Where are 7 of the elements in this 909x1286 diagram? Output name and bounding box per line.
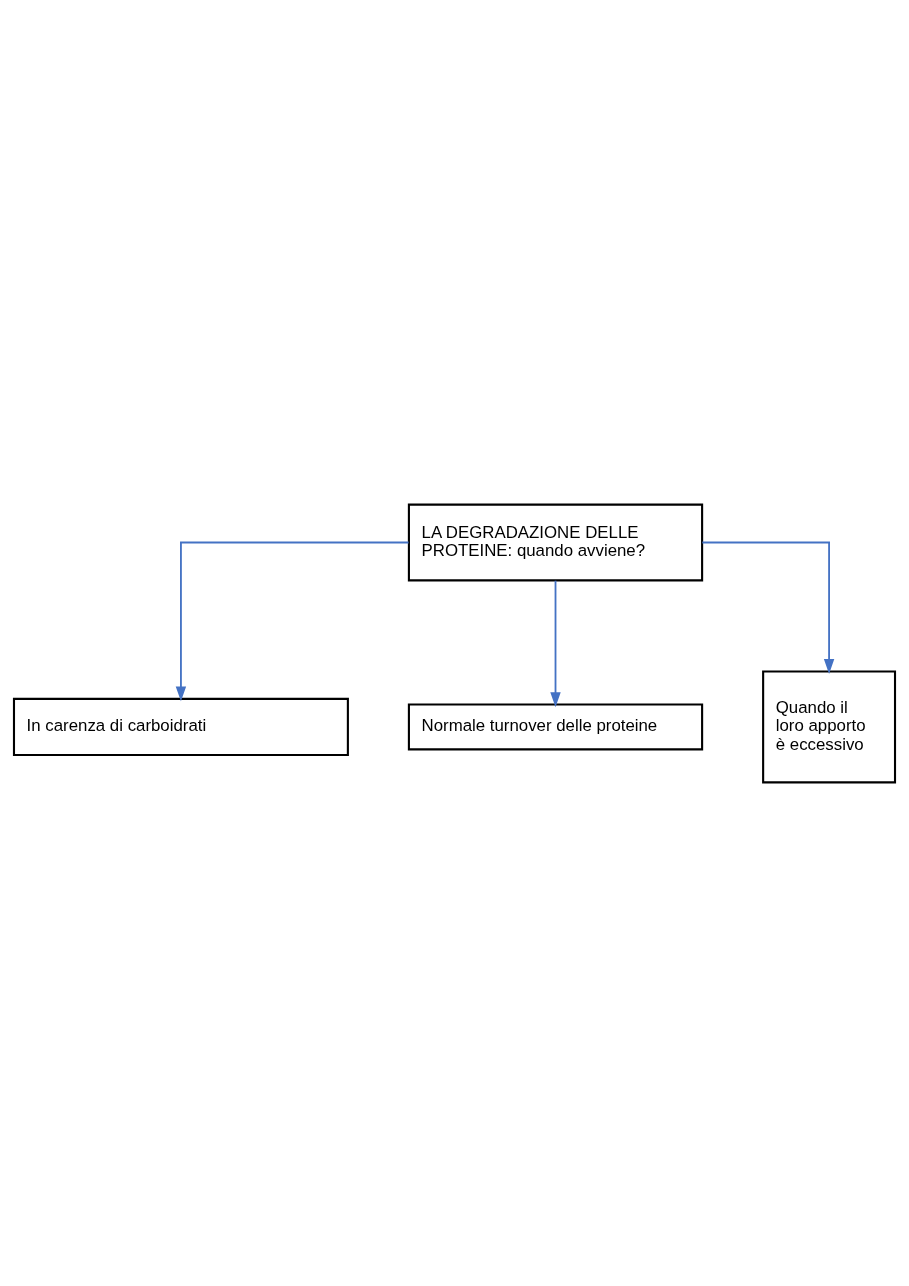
node-box: Normale turnover delle proteine	[407, 703, 704, 750]
arrow	[701, 541, 835, 674]
arrow	[550, 579, 561, 707]
node-box: In carenza di carboidrati	[12, 697, 349, 756]
node-box: LA DEGRADAZIONE DELLE PROTEINE: quando avviene?	[407, 503, 704, 581]
arrow	[175, 541, 410, 701]
node-box: Quando il loro apporto è eccessivo	[762, 670, 897, 783]
